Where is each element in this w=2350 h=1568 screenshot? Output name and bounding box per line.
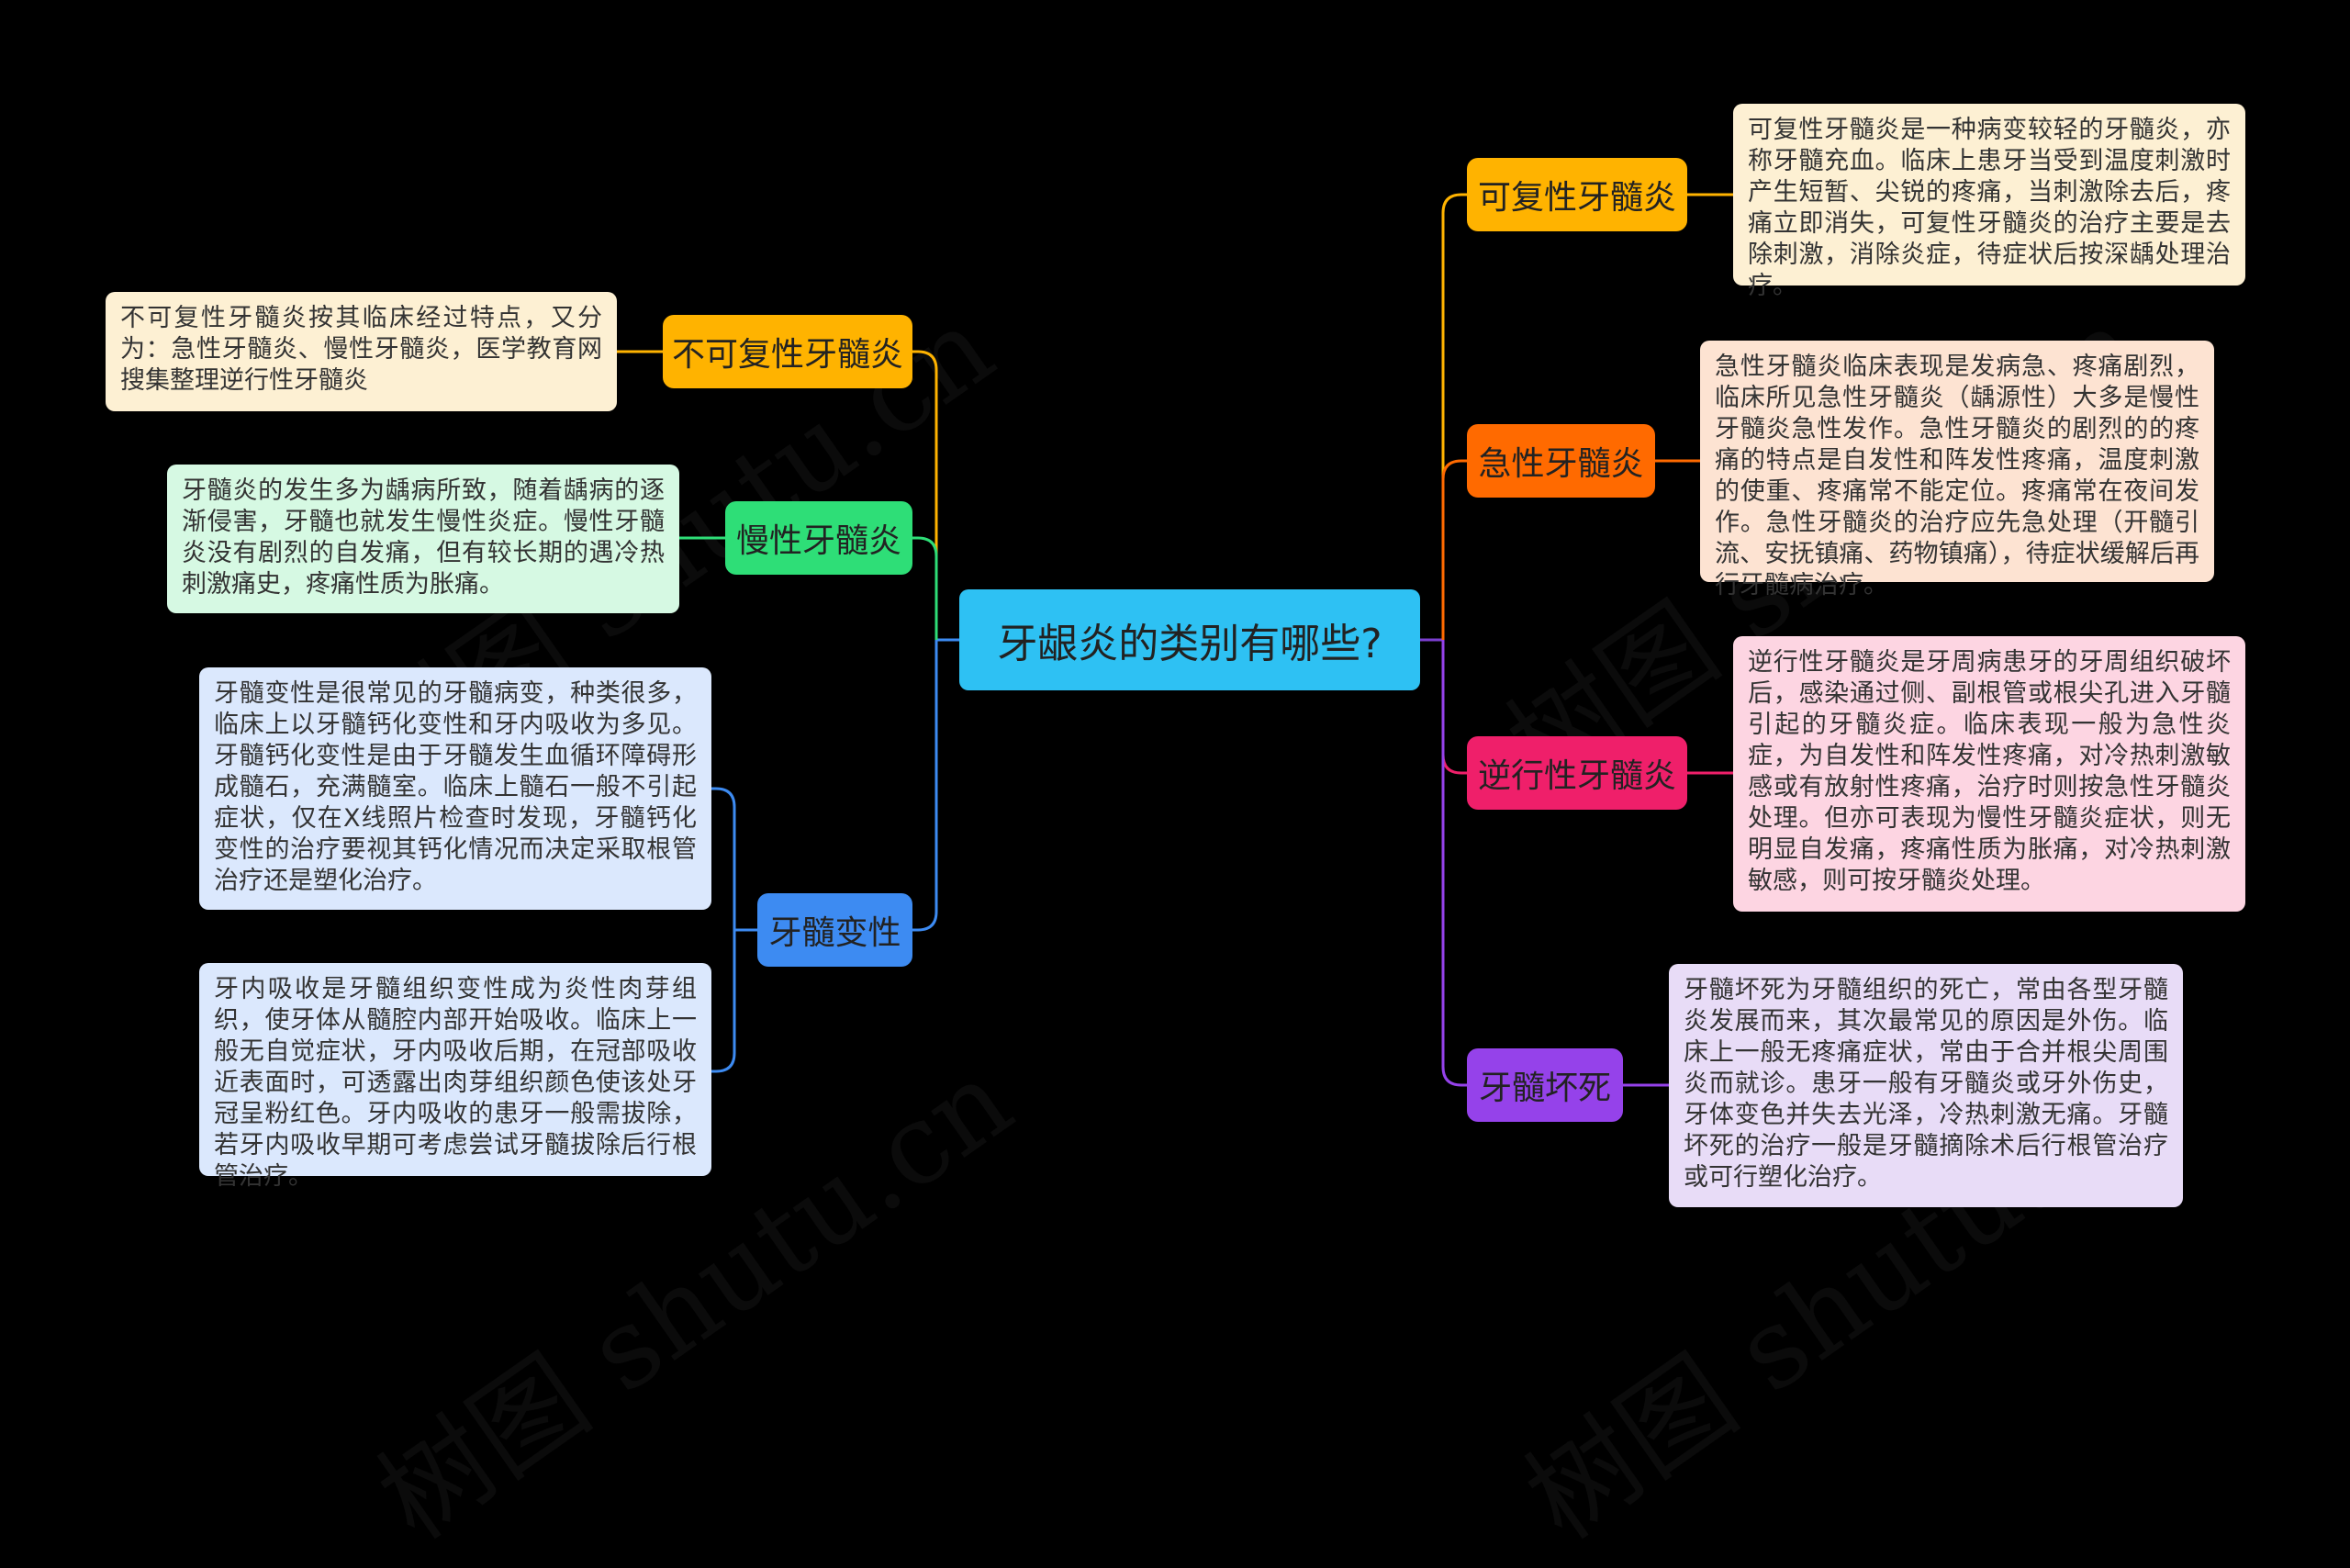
note-acute-pulpitis: 急性牙髓炎临床表现是发病急、疼痛剧烈，临床所见急性牙髓炎（龋源性）大多是慢性牙髓…	[1700, 341, 2214, 599]
branch-label: 逆行性牙髓炎	[1477, 757, 1676, 795]
branch-label: 牙髓变性	[768, 914, 901, 952]
note-chronic-pulpitis: 牙髓炎的发生多为龋病所致，随着龋病的逐渐侵害，牙髓也就发生慢性炎症。慢性牙髓炎没…	[167, 465, 679, 613]
branch-label: 不可复性牙髓炎	[671, 336, 903, 374]
branch-label: 慢性牙髓炎	[735, 522, 901, 560]
note-text: 牙髓坏死为牙髓组织的死亡，常由各型牙髓炎发展而来，其次最常见的原因是外伤。临床上…	[1684, 976, 2168, 1192]
note-text: 不可复性牙髓炎按其临床经过特点，又分为：急性牙髓炎、慢性牙髓炎，医学教育网搜集整…	[120, 304, 602, 395]
branch-pulp-necrosis[interactable]: 牙髓坏死	[1467, 1048, 1623, 1122]
central-topic[interactable]: 牙龈炎的类别有哪些?	[959, 589, 1420, 690]
central-topic-label: 牙龈炎的类别有哪些?	[997, 621, 1382, 667]
branch-reversible-pulpitis[interactable]: 可复性牙髓炎	[1467, 158, 1687, 231]
note-text: 急性牙髓炎临床表现是发病急、疼痛剧烈，临床所见急性牙髓炎（龋源性）大多是慢性牙髓…	[1715, 353, 2199, 599]
note-pulp-calcification: 牙髓变性是很常见的牙髓病变，种类很多，临床上以牙髓钙化变性和牙内吸收为多见。牙髓…	[199, 667, 711, 910]
note-text: 牙髓变性是很常见的牙髓病变，种类很多，临床上以牙髓钙化变性和牙内吸收为多见。牙髓…	[214, 679, 697, 895]
note-reversible-pulpitis: 可复性牙髓炎是一种病变较轻的牙髓炎，亦称牙髓充血。临床上患牙当受到温度刺激时产生…	[1733, 104, 2245, 300]
branch-acute-pulpitis[interactable]: 急性牙髓炎	[1467, 424, 1655, 498]
branch-pulp-degeneration[interactable]: 牙髓变性	[757, 893, 912, 967]
note-text: 逆行性牙髓炎是牙周病患牙的牙周组织破坏后，感染通过侧、副根管或根尖孔进入牙髓引起…	[1748, 648, 2231, 895]
note-text: 可复性牙髓炎是一种病变较轻的牙髓炎，亦称牙髓充血。临床上患牙当受到温度刺激时产生…	[1748, 116, 2231, 300]
branch-label: 可复性牙髓炎	[1477, 179, 1676, 217]
branch-label: 牙髓坏死	[1478, 1070, 1611, 1107]
connector-lines	[617, 193, 1733, 1087]
note-internal-resorption: 牙内吸收是牙髓组织变性成为炎性肉芽组织，使牙体从髓腔内部开始吸收。临床上一般无自…	[199, 963, 711, 1191]
branch-label: 急性牙髓炎	[1478, 445, 1644, 483]
note-irreversible-pulpitis: 不可复性牙髓炎按其临床经过特点，又分为：急性牙髓炎、慢性牙髓炎，医学教育网搜集整…	[106, 292, 617, 411]
note-pulp-necrosis: 牙髓坏死为牙髓组织的死亡，常由各型牙髓炎发展而来，其次最常见的原因是外伤。临床上…	[1669, 964, 2183, 1207]
note-text: 牙髓炎的发生多为龋病所致，随着龋病的逐渐侵害，牙髓也就发生慢性炎症。慢性牙髓炎没…	[182, 476, 665, 599]
branch-irreversible-pulpitis[interactable]: 不可复性牙髓炎	[663, 315, 912, 388]
branch-retrograde-pulpitis[interactable]: 逆行性牙髓炎	[1467, 736, 1687, 810]
note-retrograde-pulpitis: 逆行性牙髓炎是牙周病患牙的牙周组织破坏后，感染通过侧、副根管或根尖孔进入牙髓引起…	[1733, 636, 2245, 912]
note-text: 牙内吸收是牙髓组织变性成为炎性肉芽组织，使牙体从髓腔内部开始吸收。临床上一般无自…	[214, 975, 697, 1191]
branch-chronic-pulpitis[interactable]: 慢性牙髓炎	[725, 501, 912, 575]
